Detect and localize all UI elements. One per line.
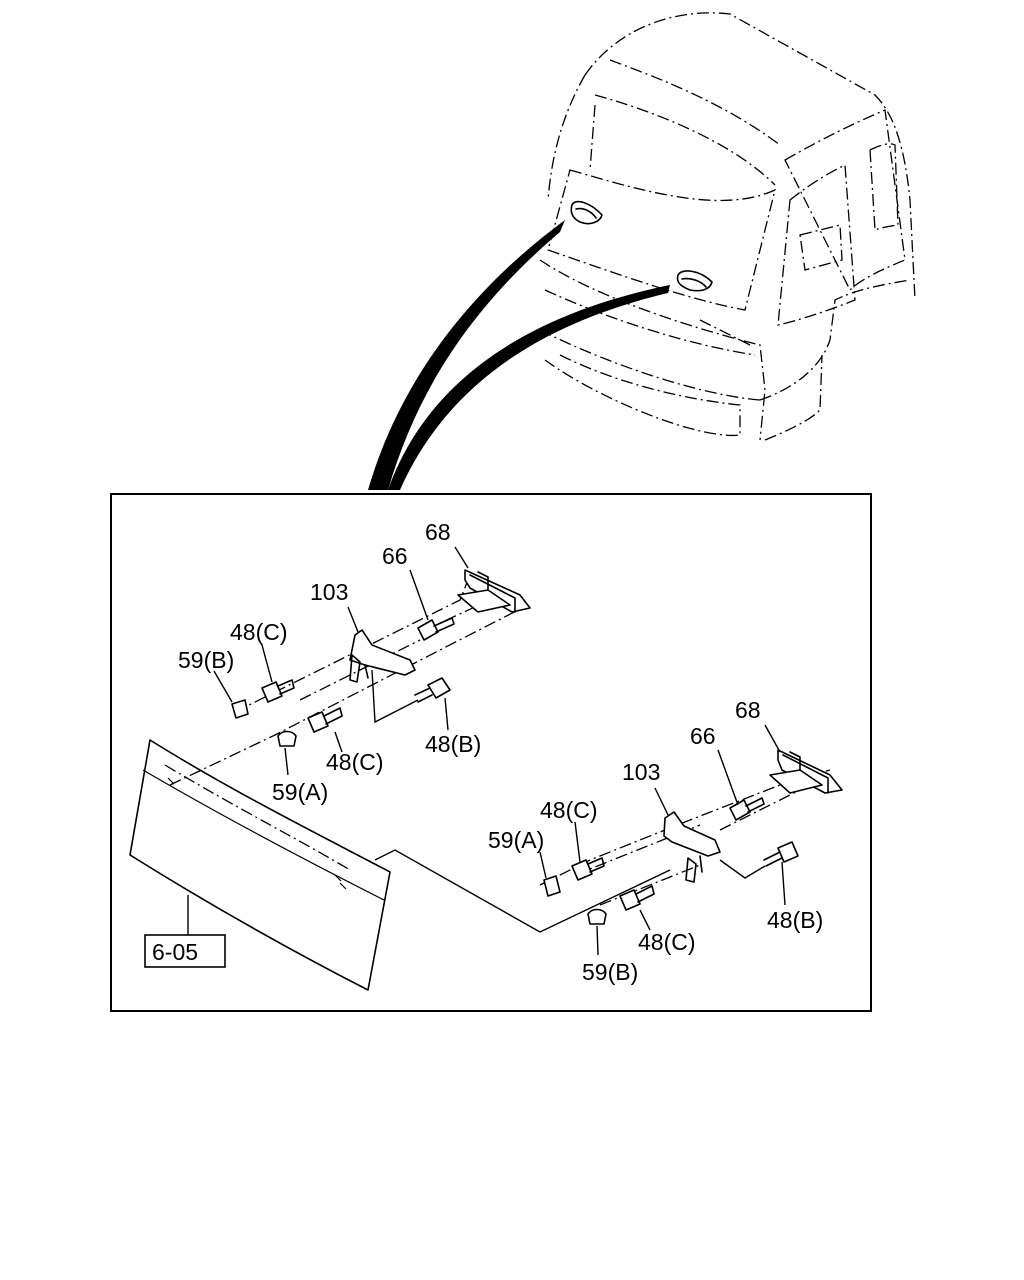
label-103-upper: 103	[310, 579, 348, 605]
label-59a-upper: 59(A)	[272, 779, 328, 805]
bolt-48c-lower-bottom	[619, 889, 641, 911]
detail-frame	[110, 493, 872, 1012]
callout-connector	[368, 220, 670, 490]
bolt-66-upper	[417, 619, 439, 641]
label-66-lower: 66	[690, 723, 716, 749]
label-66-upper: 66	[382, 543, 408, 569]
clip-59b-upper	[231, 699, 249, 719]
lower-assembly: 68 66 103 48(C) 59(A) 48(B) 48(C) 59(B)	[374, 697, 843, 985]
clip-59a-lower	[543, 875, 561, 897]
bolt-48c-lower-top	[571, 859, 593, 881]
front-panel	[129, 739, 391, 991]
label-48c-upper-top: 48(C)	[230, 619, 288, 645]
upper-assembly: 68 66 103 48(C) 59(B) 48(C) 59(A) 48(B)	[169, 519, 531, 805]
label-68-lower: 68	[735, 697, 761, 723]
hinge-103-upper	[349, 629, 416, 676]
truck-cab-illustration	[539, 12, 916, 441]
label-48c-lower-top: 48(C)	[540, 797, 598, 823]
clip-59b-lower	[587, 908, 607, 925]
label-59b-lower: 59(B)	[582, 959, 638, 985]
bolt-48c-upper-top	[261, 681, 283, 703]
hinge-103-lower	[663, 811, 721, 857]
reference-label: 6-05	[152, 939, 198, 965]
label-59b-upper: 59(B)	[178, 647, 234, 673]
label-59a-lower: 59(A)	[488, 827, 544, 853]
reference-box	[144, 934, 226, 968]
label-48c-upper-bottom: 48(C)	[326, 749, 384, 775]
bolt-48b-upper	[427, 677, 451, 699]
label-48b-upper: 48(B)	[425, 731, 481, 757]
bolt-48c-upper-bottom	[307, 711, 329, 733]
label-48c-lower-bottom: 48(C)	[638, 929, 696, 955]
label-48b-lower: 48(B)	[767, 907, 823, 933]
bolt-66-lower	[729, 799, 751, 821]
label-103-lower: 103	[622, 759, 660, 785]
label-68-upper: 68	[425, 519, 451, 545]
clip-59a-upper	[277, 730, 297, 747]
